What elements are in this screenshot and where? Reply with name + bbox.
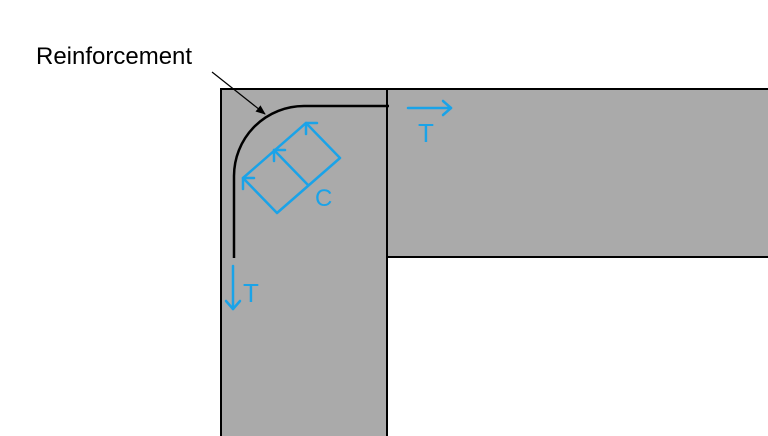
tension-arrow-vertical xyxy=(224,264,242,311)
compression-arrow-lower xyxy=(241,176,256,191)
tension-label-vertical: T xyxy=(243,278,259,308)
reinforcement-label: Reinforcement xyxy=(36,43,192,70)
reinforcement-leader xyxy=(211,71,266,115)
compression-arrow-upper xyxy=(304,121,319,136)
column-member xyxy=(220,88,388,436)
beam-member xyxy=(386,88,768,258)
reinforcement-bar xyxy=(232,104,389,258)
compression-label: C xyxy=(315,185,332,212)
tension-arrow-horizontal xyxy=(406,99,453,117)
tension-label-horizontal: T xyxy=(418,118,434,148)
compression-strut xyxy=(241,121,342,215)
compression-arrow-middle xyxy=(272,148,287,163)
